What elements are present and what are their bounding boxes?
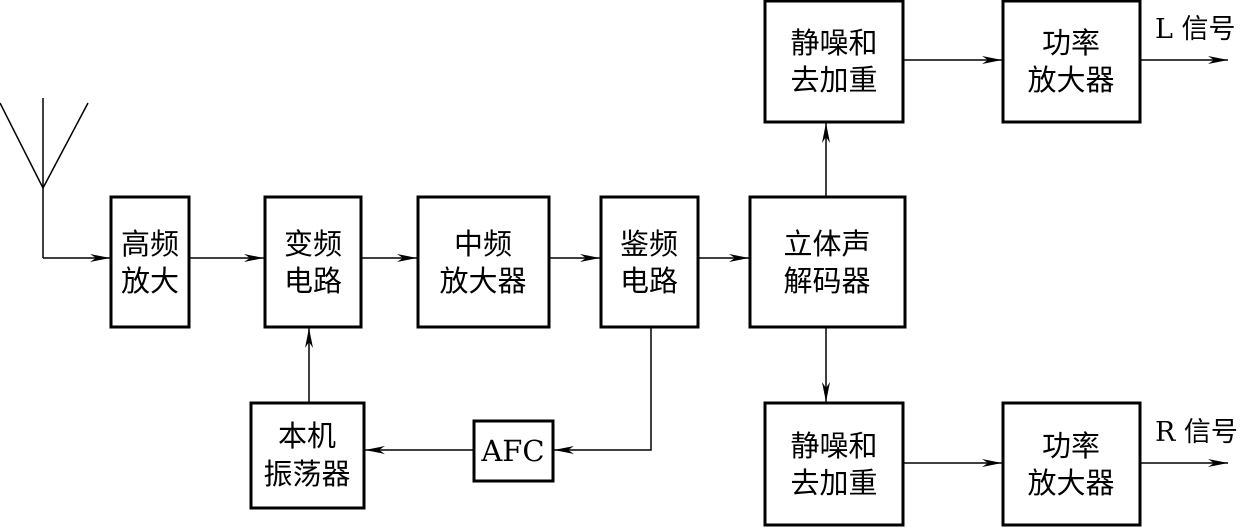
block-label: AFC (480, 434, 544, 468)
block-if-amp: 中频 放大器 (416, 195, 551, 329)
block-label: 变频 (284, 227, 342, 261)
block-label: 静噪和 (790, 26, 877, 60)
block-label: 放大器 (1027, 63, 1114, 97)
block-label: 电路 (620, 264, 678, 298)
block-label: 解码器 (783, 264, 870, 298)
block-squelch-top: 静噪和 去加重 (763, 0, 905, 124)
left-signal-label: L 信号 (1155, 14, 1236, 45)
block-mixer: 变频 电路 (263, 195, 363, 329)
block-label: 静噪和 (790, 429, 877, 463)
block-label: 放大 (121, 264, 179, 298)
block-label: 放大器 (1027, 466, 1114, 500)
block-power-amp-top: 功率 放大器 (1001, 0, 1142, 124)
block-label: 中频 (454, 227, 512, 261)
antenna-icon (0, 98, 89, 258)
block-label: 功率 (1042, 26, 1100, 60)
block-label: 电路 (284, 264, 342, 298)
block-label: 振荡器 (263, 457, 350, 491)
block-afc: AFC (472, 419, 555, 483)
block-label: 放大器 (439, 264, 526, 298)
block-stereo-decoder: 立体声 解码器 (748, 195, 907, 329)
block-local-oscillator: 本机 振荡器 (249, 401, 366, 510)
block-label: 鉴频 (620, 227, 678, 261)
block-label: 去加重 (790, 466, 877, 500)
block-label: 高频 (121, 227, 179, 261)
block-power-amp-bottom: 功率 放大器 (1001, 401, 1142, 527)
arrow-disc-to-afc (554, 328, 652, 454)
signal-connectors (43, 56, 1228, 467)
block-label: 去加重 (790, 63, 877, 97)
block-label: 立体声 (783, 227, 870, 261)
block-rf-amp: 高频 放大 (109, 195, 191, 329)
right-signal-label: R 信号 (1155, 417, 1238, 448)
block-label: 本机 (278, 419, 336, 453)
block-discriminator: 鉴频 电路 (599, 195, 700, 329)
block-label: 功率 (1042, 429, 1100, 463)
block-squelch-bottom: 静噪和 去加重 (763, 401, 905, 527)
